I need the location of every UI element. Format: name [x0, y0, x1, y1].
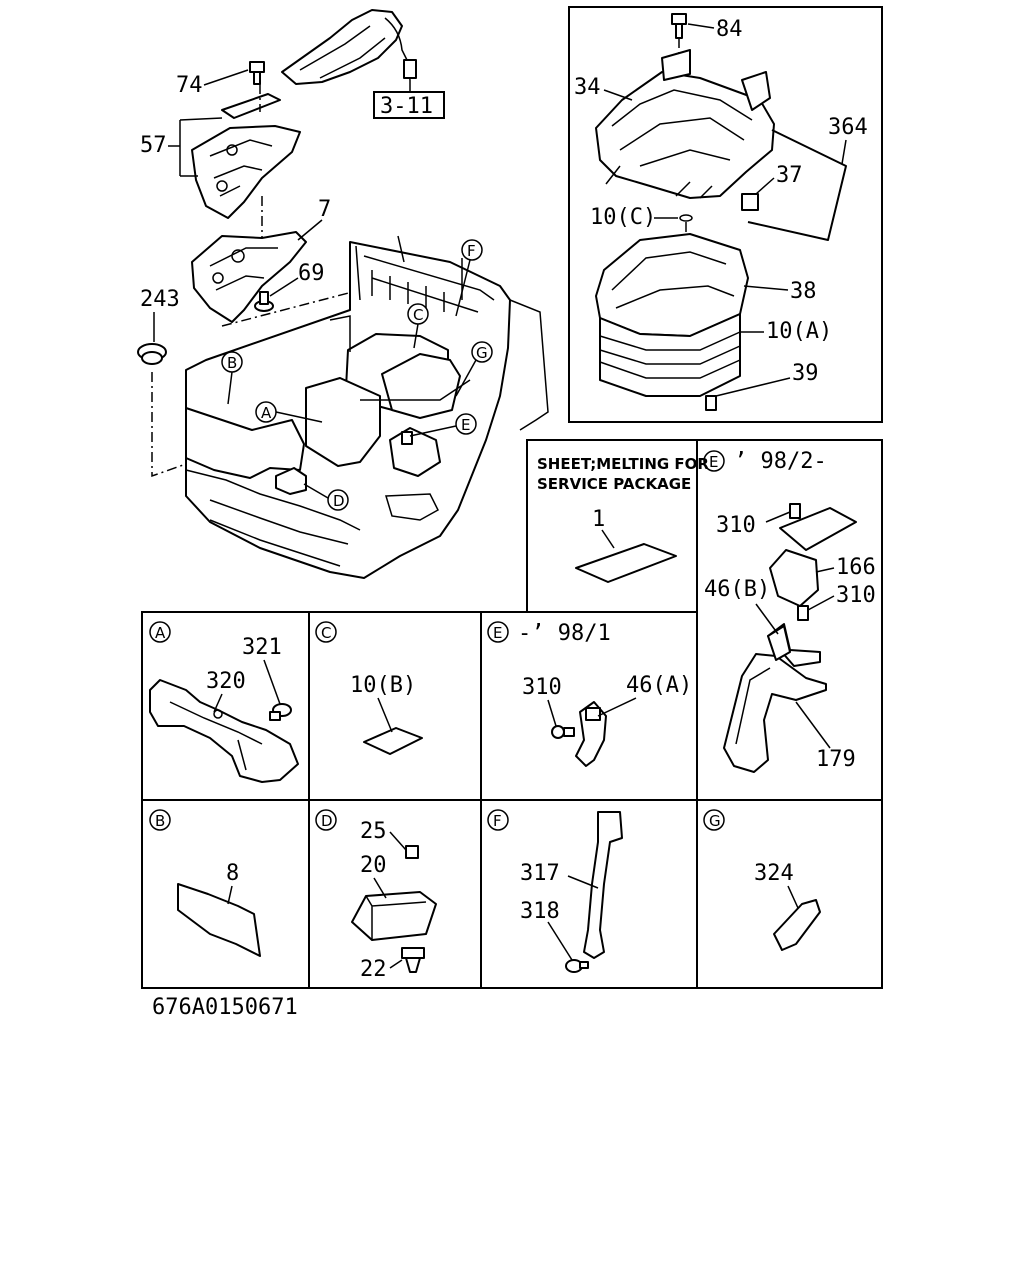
- callout-310-a: 310: [716, 513, 756, 538]
- panel-c-marker: C: [315, 621, 337, 643]
- sheet-part-1: [575, 543, 677, 583]
- callout-324: 324: [754, 861, 794, 886]
- callout-46b: 46(B): [704, 577, 770, 602]
- callout-38: 38: [790, 279, 817, 304]
- seal-10b: [363, 727, 423, 755]
- detail-box-main: [568, 6, 883, 423]
- bracket-57: [191, 93, 301, 219]
- callout-69: 69: [298, 261, 325, 286]
- clip-324: [773, 899, 821, 951]
- diagram-code: 676A0150671: [152, 995, 298, 1020]
- svg-text:E: E: [709, 453, 718, 471]
- svg-text:F: F: [493, 812, 502, 830]
- bolt-69: [254, 291, 274, 312]
- marker-e: E: [455, 413, 477, 435]
- panel-e-old-date: -’ 98/1: [518, 621, 611, 646]
- panel-e-new-marker: E: [703, 450, 725, 472]
- panel-g: [696, 799, 883, 989]
- callout-74: 74: [176, 73, 203, 98]
- callout-20: 20: [360, 853, 387, 878]
- marker-f: F: [461, 239, 483, 261]
- bracket-e-new: [723, 503, 857, 773]
- callout-320: 320: [206, 669, 246, 694]
- svg-text:B: B: [155, 812, 165, 830]
- callout-10a: 10(A): [766, 319, 832, 344]
- callout-317: 317: [520, 861, 560, 886]
- callout-310-c: 310: [522, 675, 562, 700]
- panel-g-marker: G: [703, 809, 725, 831]
- svg-text:E: E: [493, 624, 502, 642]
- callout-364: 364: [828, 115, 868, 140]
- callout-37: 37: [776, 163, 803, 188]
- bracket-46a: [551, 701, 607, 767]
- panel-a-marker: A: [149, 621, 171, 643]
- ref-box: [373, 91, 445, 119]
- svg-text:F: F: [467, 242, 476, 260]
- svg-text:G: G: [476, 344, 488, 362]
- panel-b: [141, 799, 310, 989]
- ref-label: 3-11: [380, 94, 433, 119]
- svg-text:C: C: [321, 624, 331, 642]
- marker-g: G: [471, 341, 493, 363]
- bolt-74: [249, 61, 265, 85]
- svg-text:D: D: [321, 812, 333, 830]
- cab-floor: [185, 235, 549, 579]
- callout-22: 22: [360, 957, 387, 982]
- svg-text:G: G: [709, 812, 721, 830]
- panel-b-marker: B: [149, 809, 171, 831]
- clip-39: [705, 395, 717, 411]
- callout-310-b: 310: [836, 583, 876, 608]
- callout-46a: 46(A): [626, 673, 692, 698]
- callout-34: 34: [574, 75, 601, 100]
- panel-e-new-date: ’ 98/2-: [734, 449, 827, 474]
- sheet-title-line1: SHEET;MELTING FOR: [537, 455, 709, 473]
- callout-8: 8: [226, 861, 239, 886]
- callout-10c: 10(C): [590, 205, 656, 230]
- panel-e-old-marker: E: [487, 621, 509, 643]
- svg-text:C: C: [413, 306, 423, 324]
- marker-d: D: [327, 489, 349, 511]
- callout-243: 243: [140, 287, 180, 312]
- svg-text:A: A: [261, 404, 272, 422]
- panel-d-marker: D: [315, 809, 337, 831]
- callout-166: 166: [836, 555, 876, 580]
- sheet-title-line2: SERVICE PACKAGE: [537, 475, 691, 493]
- callout-57: 57: [140, 133, 167, 158]
- box-38: [595, 233, 749, 397]
- nut-37: [741, 193, 759, 211]
- svg-text:A: A: [155, 624, 166, 642]
- step-20: [351, 845, 437, 973]
- strap-364: [747, 129, 847, 241]
- panel-f-marker: F: [487, 809, 509, 831]
- grommet-243: [137, 343, 167, 365]
- tray-34: [595, 49, 775, 199]
- panel-f: [480, 799, 698, 989]
- callout-84: 84: [716, 17, 743, 42]
- strap-317: [565, 811, 623, 973]
- panel-8: [177, 883, 261, 957]
- seal-10c: [679, 214, 693, 222]
- bracket-320: [149, 679, 299, 783]
- svg-text:D: D: [333, 492, 345, 510]
- svg-text:B: B: [227, 354, 237, 372]
- callout-25: 25: [360, 819, 387, 844]
- svg-text:E: E: [461, 416, 470, 434]
- panel-c: [308, 611, 482, 801]
- callout-7: 7: [318, 197, 331, 222]
- callout-10b: 10(B): [350, 673, 416, 698]
- callout-318: 318: [520, 899, 560, 924]
- bolt-84: [671, 13, 687, 39]
- bracket-7: [191, 231, 307, 323]
- harness-part: [281, 9, 417, 85]
- callout-1: 1: [592, 507, 605, 532]
- callout-179: 179: [816, 747, 856, 772]
- callout-321: 321: [242, 635, 282, 660]
- callout-39: 39: [792, 361, 819, 386]
